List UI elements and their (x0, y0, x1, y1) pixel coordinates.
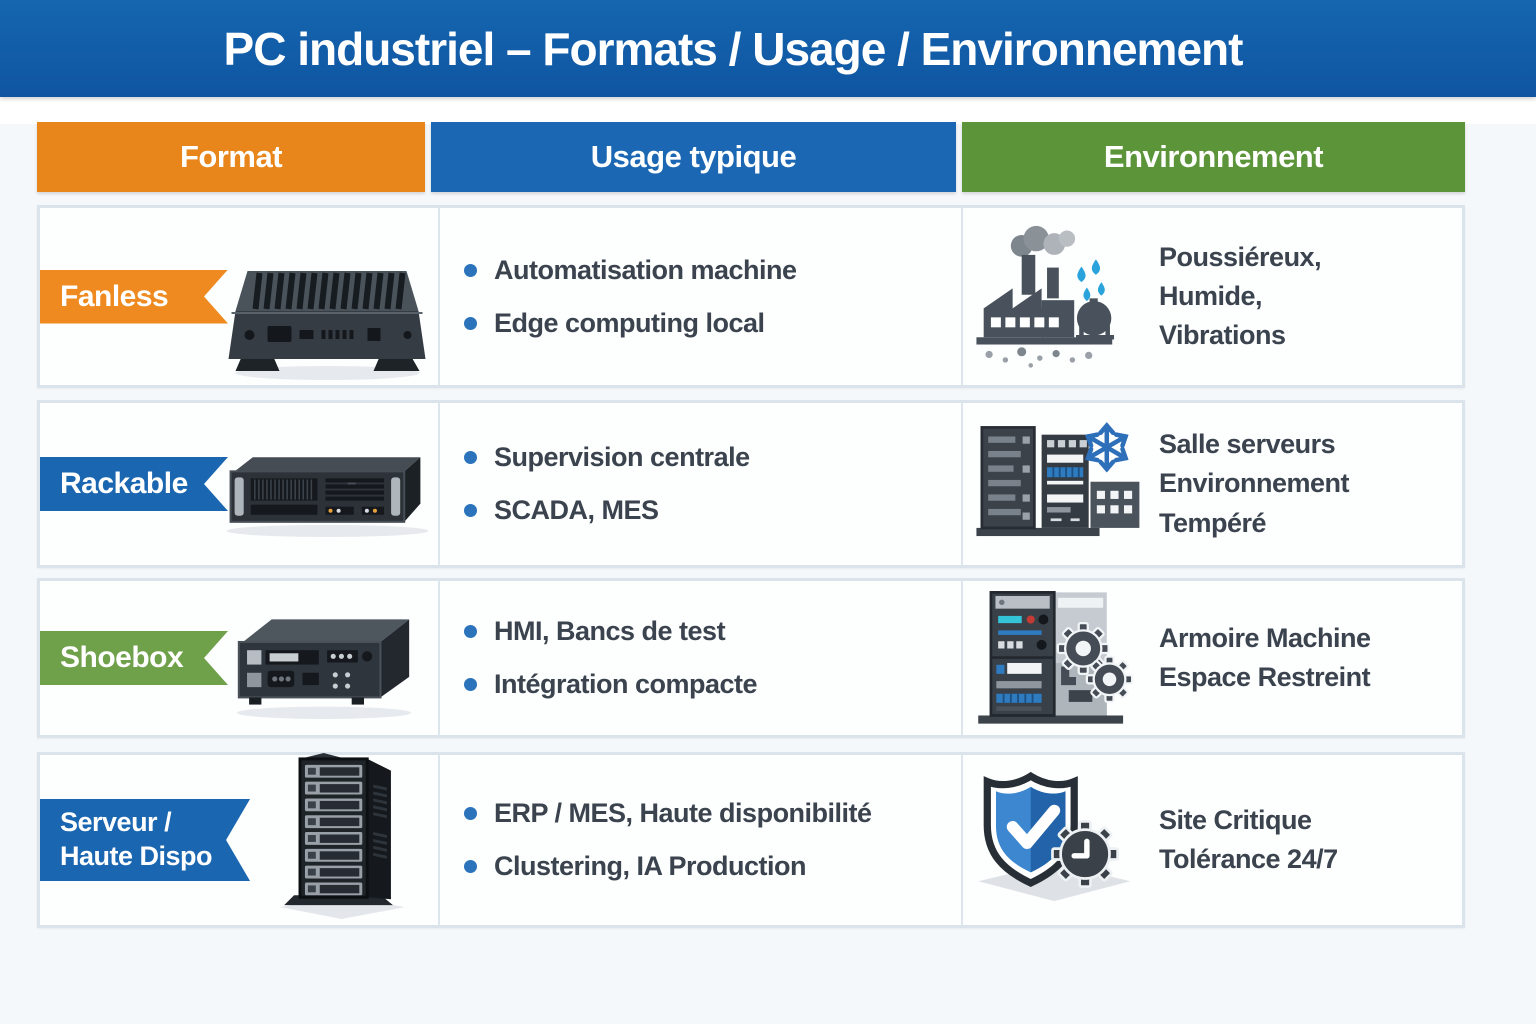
bullet-dot-icon (464, 316, 477, 330)
usage-item: ERP / MES, Haute disponibilité (494, 798, 872, 828)
usage-bullet: Automatisation machine (464, 255, 961, 286)
table-row-rackable: Rackable (37, 400, 1465, 568)
format-cell-serveur: Serveur / Haute Dispo (40, 752, 438, 925)
format-label: Rackable (60, 467, 188, 501)
usage-cell-rackable: Supervision centrale SCADA, MES (438, 403, 961, 565)
environment-text: Poussiéreux, Humide, Vibrations (1159, 241, 1322, 351)
usage-bullet: HMI, Bancs de test (464, 616, 961, 647)
format-cell-rackable: Rackable (40, 403, 438, 565)
format-ribbon-shoebox: Shoebox (40, 631, 228, 685)
usage-cell-serveur: ERP / MES, Haute disponibilité Clusterin… (438, 755, 961, 925)
column-header-environnement: Environnement (962, 122, 1465, 192)
bullet-dot-icon (464, 263, 477, 277)
usage-cell-shoebox: HMI, Bancs de test Intégration compacte (438, 581, 961, 735)
format-ribbon-rackable: Rackable (40, 457, 228, 511)
environment-cell-serveur: Site Critique Tolérance 24/7 (961, 755, 1462, 925)
server-room-cooling-icon (976, 422, 1140, 537)
bullet-dot-icon (464, 625, 477, 638)
environment-text: Armoire Machine Espace Restreint (1159, 622, 1371, 692)
usage-bullet: SCADA, MES (464, 495, 961, 526)
environment-cell-fanless: Poussiéreux, Humide, Vibrations (961, 208, 1462, 385)
bullet-dot-icon (464, 451, 477, 464)
table-row-serveur-haute-dispo: Serveur / Haute Dispo (37, 752, 1465, 928)
usage-bullet: Intégration compacte (464, 669, 961, 700)
rack-server-image (226, 457, 429, 537)
environment-cell-shoebox: Armoire Machine Espace Restreint (961, 581, 1462, 735)
usage-cell-fanless: Automatisation machine Edge computing lo… (438, 208, 961, 385)
usage-bullet: Edge computing local (464, 308, 961, 339)
format-cell-fanless: Fanless (40, 208, 438, 385)
usage-item: HMI, Bancs de test (494, 616, 726, 646)
page-title: PC industriel – Formats / Usage / Enviro… (223, 22, 1244, 75)
format-label: Serveur / Haute Dispo (60, 807, 213, 871)
format-ribbon-fanless: Fanless (40, 270, 228, 324)
table-header-row: Format Usage typique Environnement (37, 122, 1465, 192)
table-row-shoebox: Shoebox (37, 578, 1465, 738)
tower-server-image (280, 752, 405, 920)
shoebox-pc-image (236, 619, 412, 719)
usage-item: Edge computing local (494, 307, 765, 338)
bullet-dot-icon (464, 860, 477, 873)
format-label: Shoebox (60, 641, 184, 675)
usage-bullet: ERP / MES, Haute disponibilité (464, 798, 961, 829)
environment-text: Salle serveurs Environnement Tempéré (1159, 429, 1350, 538)
column-header-format: Format (37, 122, 425, 192)
bullet-dot-icon (464, 504, 477, 517)
factory-dust-humidity-icon (976, 225, 1115, 368)
bullet-dot-icon (464, 807, 477, 820)
usage-bullet: Supervision centrale (464, 442, 961, 473)
banner-separator (0, 97, 1536, 124)
usage-item: SCADA, MES (494, 495, 659, 525)
table-row-fanless: Fanless (37, 205, 1465, 388)
column-header-usage: Usage typique (431, 122, 956, 192)
environment-text: Site Critique Tolérance 24/7 (1159, 804, 1338, 874)
usage-item: Supervision centrale (494, 442, 750, 472)
usage-item: Clustering, IA Production (494, 851, 807, 881)
usage-item: Intégration compacte (494, 669, 758, 699)
environment-cell-rackable: Salle serveurs Environnement Tempéré (961, 403, 1462, 565)
format-cell-shoebox: Shoebox (40, 581, 438, 735)
usage-bullet: Clustering, IA Production (464, 851, 961, 882)
usage-item: Automatisation machine (494, 254, 797, 285)
shield-check-gear-clock-icon (978, 771, 1131, 902)
format-label: Fanless (60, 279, 169, 313)
format-ribbon-serveur: Serveur / Haute Dispo (40, 799, 250, 881)
machine-cabinet-gears-icon (978, 591, 1134, 724)
title-banner: PC industriel – Formats / Usage / Enviro… (0, 0, 1536, 97)
fanless-pc-image (228, 271, 426, 380)
bullet-dot-icon (464, 678, 477, 691)
